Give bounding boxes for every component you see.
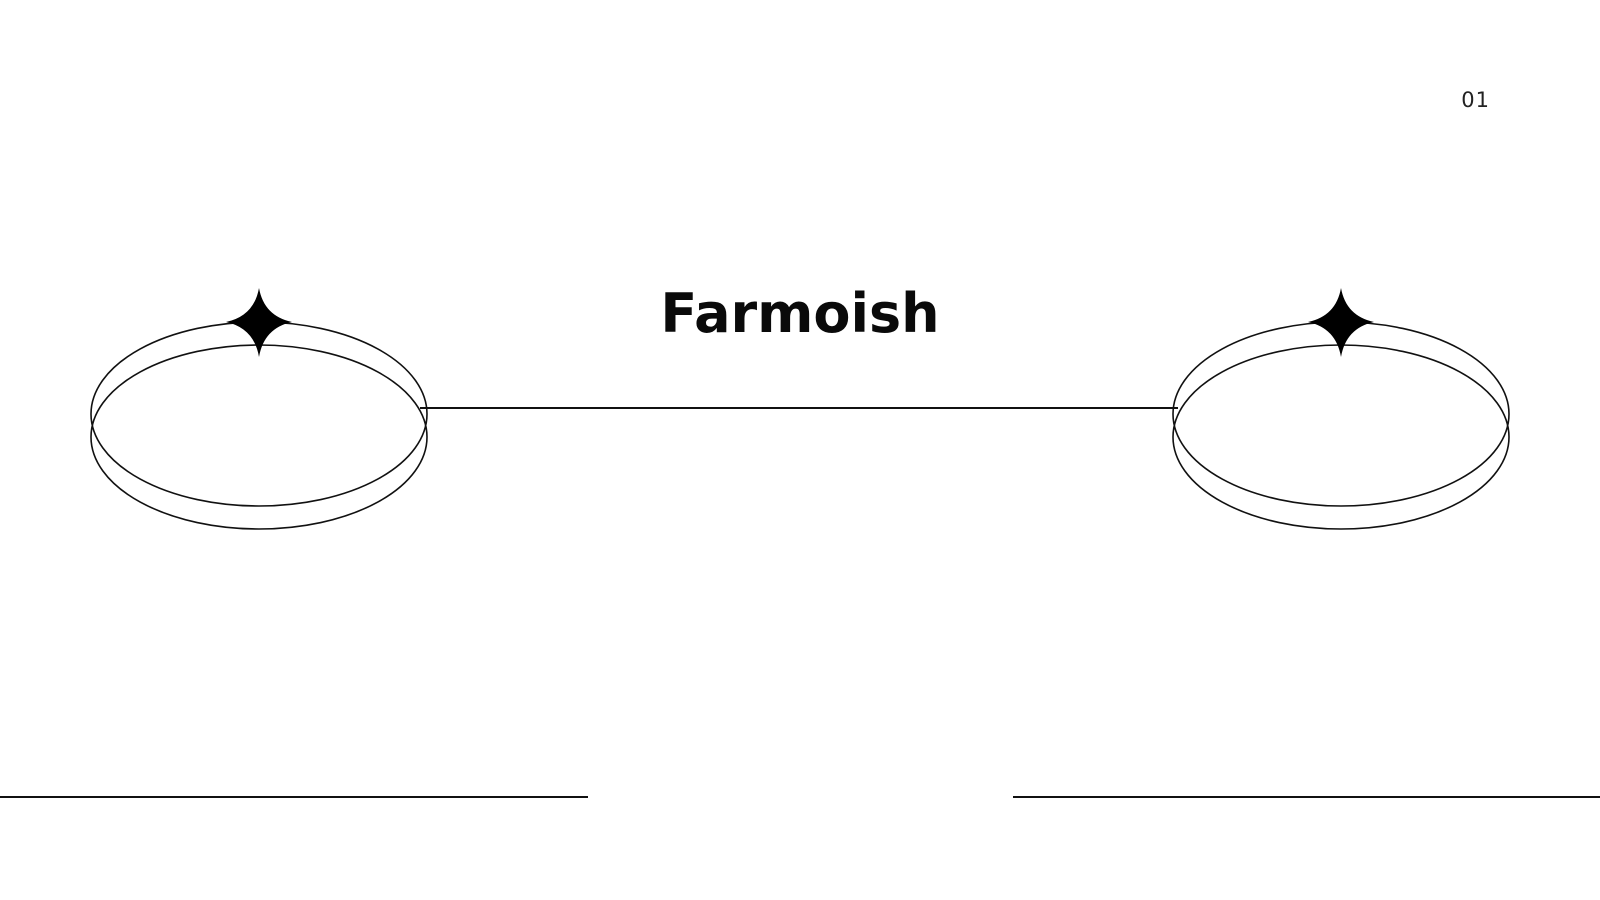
left-sparkle-star-icon — [226, 288, 292, 357]
slide-title: Farmoish — [660, 282, 940, 345]
right-sparkle-star-icon — [1308, 288, 1374, 357]
page-number: 01 — [1461, 88, 1490, 112]
